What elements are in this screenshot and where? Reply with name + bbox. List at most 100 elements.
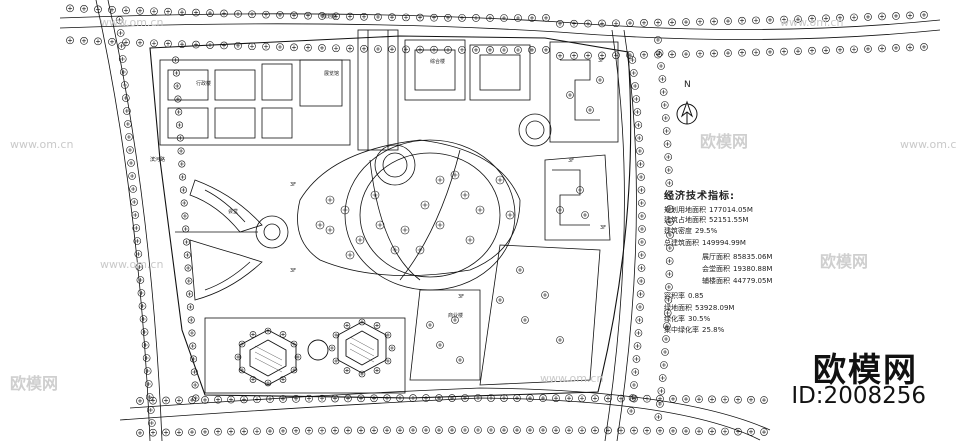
tree-symbol [117,42,126,50]
tree-symbol [660,375,665,381]
legend-row-label: 展厅面积 [702,253,730,261]
tree-symbol [663,336,669,342]
tree-symbol [657,428,663,433]
tree-symbol [500,14,508,22]
legend-row-value: 0.85 [688,292,704,300]
tree-symbol [599,21,605,26]
tree-symbol [179,42,185,47]
tree-symbol [325,225,335,235]
tree-symbol [557,207,563,213]
tree-symbol [661,348,669,356]
tree-symbol [143,367,152,375]
tree-symbol [136,38,144,47]
tree-symbol [514,427,520,433]
tree-symbol [264,379,272,387]
tree-symbol [738,48,746,57]
tree-symbol [431,15,437,20]
tree-symbol [921,12,927,18]
tree-symbol [666,218,674,226]
tree-symbol [178,8,186,16]
tree-symbol [176,110,181,114]
tree-symbol [133,212,138,218]
tree-symbol [907,45,913,50]
tree-symbol [667,245,672,251]
tree-symbol [666,284,672,290]
tree-symbol [708,427,716,436]
tree-symbol [661,89,666,95]
tree-symbol [635,109,640,115]
tree-symbol [279,427,287,435]
tree-symbol [144,355,149,361]
tree-symbol [175,108,183,116]
tree-symbol [347,14,353,19]
tree-symbol [396,426,404,434]
tree-symbol [556,52,564,60]
tree-symbol [437,222,443,228]
tree-symbol [384,428,390,433]
plan-label: 展览馆 [324,71,340,77]
tree-symbol [780,15,788,24]
tree-symbol [516,266,524,274]
tree-symbol [669,20,675,25]
tree-symbol [748,397,754,402]
tree-symbol [249,376,257,383]
tree-symbol [682,50,690,58]
tree-symbol [151,41,157,46]
tree-symbol [188,329,196,337]
tree-symbol [661,362,667,368]
tree-symbol [179,173,187,181]
tree-symbol [228,397,234,402]
tree-symbol [235,43,241,48]
tree-symbol [139,290,144,296]
tree-symbol [345,368,349,373]
tree-symbol [683,19,689,25]
tree-symbol [735,397,741,402]
tree-symbol [129,173,135,179]
tree-symbol [175,84,180,88]
tree-symbol [553,428,559,433]
tree-symbol [80,5,88,13]
tree-symbol [436,427,442,433]
tree-symbol [305,13,311,18]
tree-symbol [695,427,703,435]
tree-symbol [266,395,274,403]
tree-symbol [748,429,754,434]
legend-row-label: 总建筑面积 [664,239,699,247]
tree-symbol [637,199,646,207]
tree-symbol [264,327,272,335]
tree-symbol [566,91,574,99]
tree-symbol [66,36,74,45]
tree-symbol [135,238,140,244]
watermark-logo: 欧模网 [820,252,869,271]
tree-symbol [836,46,844,54]
tree-symbol [639,265,644,271]
tree-symbol [193,383,198,387]
tree-symbol [865,46,871,52]
tree-symbol [422,394,430,402]
tree-symbol [388,45,396,54]
tree-symbol [292,427,300,435]
tree-symbol [663,309,672,317]
tree-symbol [146,381,151,387]
tree-symbol [124,120,132,128]
tree-symbol [557,21,563,26]
tree-symbol [189,318,194,322]
tree-symbol [612,19,620,28]
tree-symbol [633,108,642,116]
legend-row-value: 44779.05M [733,277,773,285]
tree-symbol [136,276,145,284]
tree-symbol [638,174,644,180]
tree-symbol [390,245,400,255]
tree-symbol [345,250,355,260]
tree-symbol [721,395,729,404]
tree-symbol [683,396,689,402]
tree-symbol [174,95,182,103]
tree-symbol [735,429,741,434]
watermark-url: www.om.cn [780,16,844,29]
tree-symbol [249,44,255,49]
tree-symbol [121,69,126,75]
tree-symbol [214,395,222,404]
legend-row-value: 85835.06M [733,253,773,261]
tree-symbol [639,200,644,206]
tree-symbol [150,39,158,48]
